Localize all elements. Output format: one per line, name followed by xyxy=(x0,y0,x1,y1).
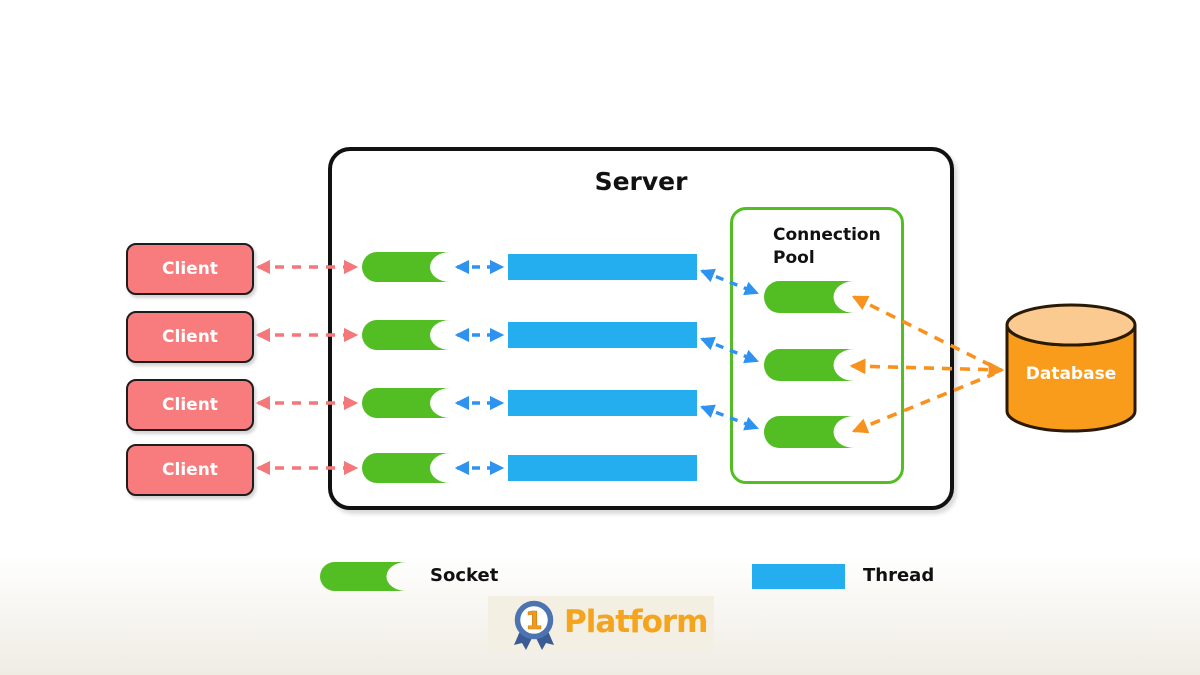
thread-shape-1 xyxy=(508,254,697,280)
pool-socket-shape-1 xyxy=(764,281,854,313)
legend-thread-swatch xyxy=(752,564,845,589)
client-label: Client xyxy=(162,259,218,279)
client-label: Client xyxy=(162,460,218,480)
legend-socket-swatch xyxy=(320,562,406,591)
connection-pool-title: Connection Pool xyxy=(773,225,881,268)
thread-shape-2 xyxy=(508,322,697,348)
database-label: Database xyxy=(1025,364,1117,384)
client-label: Client xyxy=(162,395,218,415)
platform-logo: 1 Platform xyxy=(488,596,714,652)
client-node-4: Client xyxy=(126,444,254,496)
pool-socket-shape-3 xyxy=(764,416,854,448)
socket-shape-4 xyxy=(362,453,450,483)
thread-shape-3 xyxy=(508,390,697,416)
pool-socket-shape-2 xyxy=(764,349,854,381)
server-title: Server xyxy=(594,167,688,196)
legend-thread-label: Thread xyxy=(863,565,935,586)
client-node-2: Client xyxy=(126,311,254,363)
client-node-1: Client xyxy=(126,243,254,295)
thread-shape-4 xyxy=(508,455,697,481)
logo-number: 1 xyxy=(525,606,542,635)
database-cylinder xyxy=(1005,303,1137,433)
socket-shape-2 xyxy=(362,320,450,350)
client-label: Client xyxy=(162,327,218,347)
client-node-3: Client xyxy=(126,379,254,431)
socket-shape-3 xyxy=(362,388,450,418)
medal-icon: 1 xyxy=(514,600,554,650)
logo-brand-text: Platform xyxy=(564,604,708,640)
socket-shape-1 xyxy=(362,252,450,282)
legend-socket-label: Socket xyxy=(430,565,499,586)
